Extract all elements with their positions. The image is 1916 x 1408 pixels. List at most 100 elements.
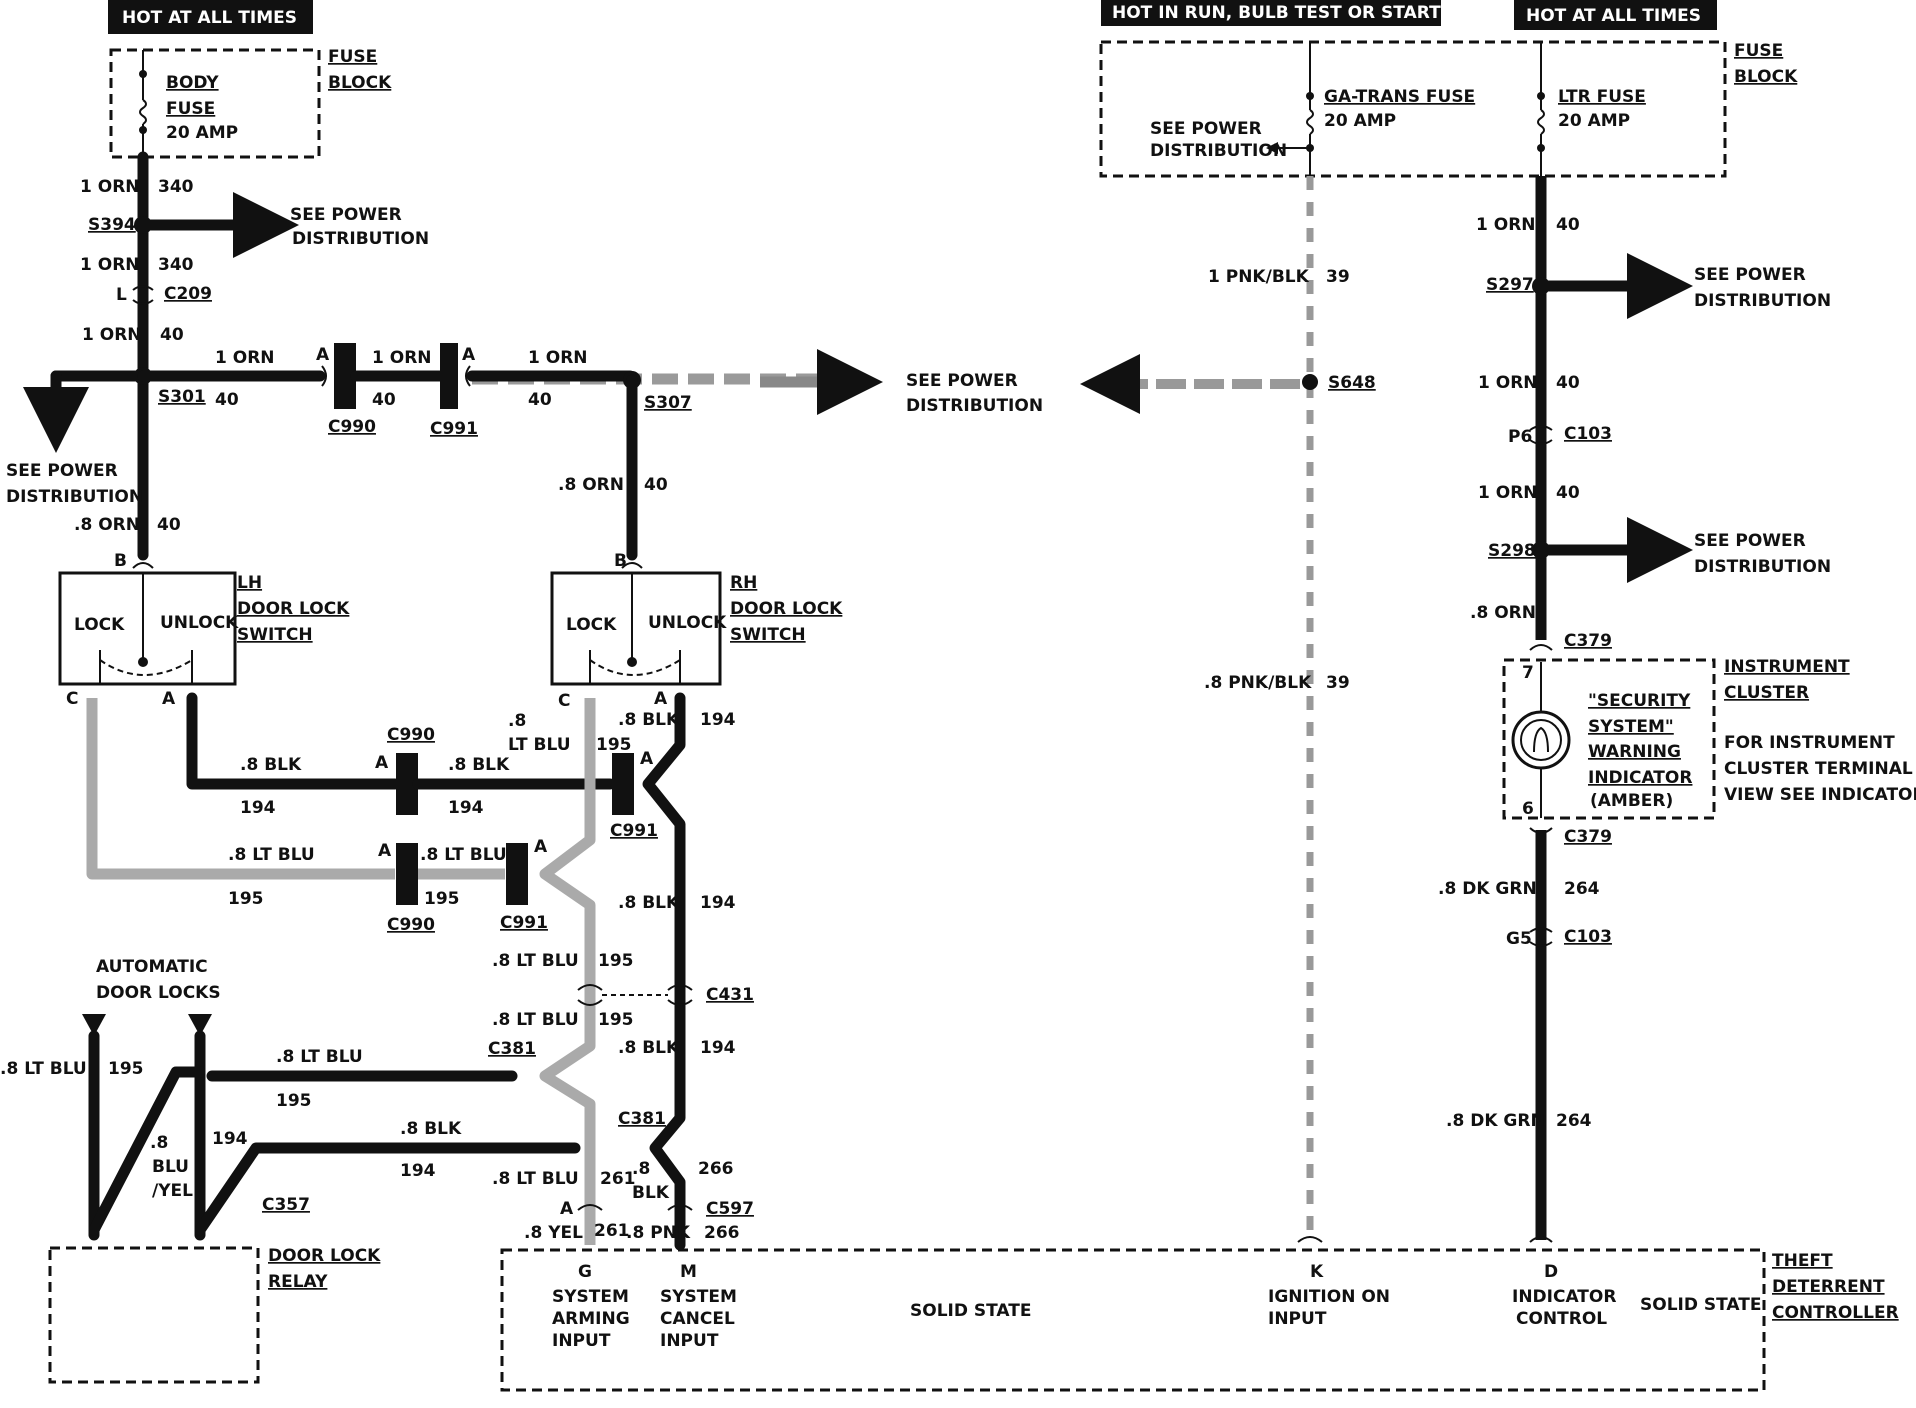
pin-label: A bbox=[162, 689, 176, 709]
wire-label: 194 bbox=[700, 710, 736, 730]
controller-pin-label: INPUT bbox=[660, 1331, 719, 1351]
fuse-symbol-icon bbox=[1537, 109, 1545, 135]
ltr-fuse-amp: 20 AMP bbox=[1558, 111, 1630, 131]
wire-label: .8 bbox=[150, 1133, 168, 1153]
relay-label: DOOR LOCK bbox=[268, 1246, 381, 1266]
wire-label: .8 BLK bbox=[448, 755, 510, 775]
svg-text:HOT AT ALL TIMES: HOT AT ALL TIMES bbox=[122, 8, 297, 28]
fuse-symbol-icon bbox=[1306, 109, 1314, 135]
wire-blk-194-lh bbox=[186, 692, 401, 790]
wire-label: 340 bbox=[158, 255, 194, 275]
arrow-down-icon bbox=[188, 1014, 212, 1036]
cluster-note: FOR INSTRUMENT bbox=[1724, 733, 1895, 753]
wire-label: 40 bbox=[528, 390, 552, 410]
door-lock-relay bbox=[48, 1246, 260, 1384]
switch-label: LOCK bbox=[74, 615, 125, 635]
switch-label: UNLOCK bbox=[648, 613, 727, 633]
connector-label: C991 bbox=[430, 419, 478, 439]
pin-label: 7 bbox=[1522, 663, 1534, 683]
wire-label: BLU bbox=[152, 1157, 189, 1177]
splice-label: S297 bbox=[1486, 275, 1534, 295]
wire-label: .8 ORN bbox=[1470, 603, 1536, 623]
cluster-note: CLUSTER TERMINAL bbox=[1724, 759, 1913, 779]
splice-label: S307 bbox=[644, 393, 692, 413]
see-power-label: DISTRIBUTION bbox=[906, 396, 1043, 416]
pin-label: A bbox=[534, 837, 548, 857]
pin-label: A bbox=[378, 841, 392, 861]
splice-s394 bbox=[134, 216, 152, 234]
pin-label: L bbox=[116, 285, 127, 305]
wire-label: LT BLU bbox=[508, 735, 571, 755]
pin-label: A bbox=[560, 1199, 574, 1219]
wire-label: 194 bbox=[212, 1129, 248, 1149]
connector-c431-icon bbox=[577, 984, 693, 1006]
indicator-label: SYSTEM" bbox=[1588, 717, 1674, 737]
lh-switch-label: LH bbox=[237, 573, 262, 593]
wire-label: 40 bbox=[160, 325, 184, 345]
connector-c103-icon bbox=[1529, 425, 1553, 445]
pin-label: A bbox=[462, 345, 476, 365]
splice-label: S298 bbox=[1488, 541, 1536, 561]
pin-label: D bbox=[1544, 1262, 1558, 1282]
connector-label: C379 bbox=[1564, 827, 1612, 847]
svg-text:HOT AT ALL TIMES: HOT AT ALL TIMES bbox=[1526, 6, 1701, 26]
wire-label: .8 PNK bbox=[626, 1223, 691, 1243]
wire-label: 1 ORN bbox=[372, 348, 432, 368]
controller-pin-label: CONTROL bbox=[1516, 1309, 1607, 1329]
see-power-label: SEE POWER bbox=[906, 371, 1018, 391]
wire-label: 1 PNK/BLK bbox=[1208, 267, 1310, 287]
ga-trans-fuse-label: GA-TRANS FUSE bbox=[1324, 87, 1475, 107]
pin-label: A bbox=[316, 345, 330, 365]
ga-trans-fuse-amp: 20 AMP bbox=[1324, 111, 1396, 131]
wire-label: .8 LT BLU bbox=[492, 1169, 579, 1189]
connector-label: C431 bbox=[706, 985, 754, 1005]
wire-label: 40 bbox=[157, 515, 181, 535]
connector-c991-blk bbox=[612, 753, 634, 815]
wire-label: 194 bbox=[240, 798, 276, 818]
splice-label: S648 bbox=[1328, 373, 1376, 393]
wire-label: .8 ORN bbox=[558, 475, 624, 495]
splice-s297 bbox=[1532, 277, 1550, 295]
wire-label: 1 ORN bbox=[80, 177, 140, 197]
wire-label: 266 bbox=[704, 1223, 740, 1243]
connector-c990-top bbox=[334, 343, 356, 409]
connector-label: C209 bbox=[164, 284, 212, 304]
pin-label: 6 bbox=[1522, 799, 1534, 819]
rh-switch-label: RH bbox=[730, 573, 757, 593]
wire-label: 195 bbox=[108, 1059, 144, 1079]
connector-c103-icon bbox=[1529, 927, 1553, 947]
connector-c990-blk bbox=[396, 753, 418, 815]
connector-label: C990 bbox=[387, 915, 435, 935]
wire-label: .8 LT BLU bbox=[492, 1010, 579, 1030]
controller-pin-label: INPUT bbox=[552, 1331, 611, 1351]
controller-pin-label: ARMING bbox=[552, 1309, 630, 1329]
switch-label: LOCK bbox=[566, 615, 617, 635]
auto-locks-label: AUTOMATIC bbox=[96, 957, 208, 977]
pin-label: C bbox=[558, 691, 570, 711]
connector-label: C103 bbox=[1564, 927, 1612, 947]
wire-label: .8 LT BLU bbox=[0, 1059, 87, 1079]
rh-switch-label: SWITCH bbox=[730, 625, 806, 645]
controller-pin-label: INDICATOR bbox=[1512, 1287, 1616, 1307]
wire-label: 1 ORN bbox=[215, 348, 275, 368]
wire-label: 195 bbox=[276, 1091, 312, 1111]
pin-label: G bbox=[578, 1262, 592, 1282]
splice-s648 bbox=[1302, 374, 1318, 390]
solid-state-label: SOLID STATE bbox=[1640, 1295, 1761, 1315]
svg-text:HOT IN RUN, BULB TEST OR START: HOT IN RUN, BULB TEST OR START bbox=[1112, 3, 1441, 23]
wire-label: 1 ORN bbox=[528, 348, 588, 368]
pin-label: A bbox=[640, 749, 654, 769]
wire-label: 40 bbox=[1556, 215, 1580, 235]
connector-label: C381 bbox=[488, 1039, 536, 1059]
see-power-label: DISTRIBUTION bbox=[1694, 291, 1831, 311]
body-fuse-amp: 20 AMP bbox=[166, 123, 238, 143]
wire-label: 1 ORN bbox=[1478, 373, 1538, 393]
wire-label: .8 BLK bbox=[618, 893, 680, 913]
wire-label: 195 bbox=[424, 889, 460, 909]
wire-label: 261 bbox=[594, 1221, 630, 1241]
auto-locks-label: DOOR LOCKS bbox=[96, 983, 221, 1003]
wire-label: 40 bbox=[644, 475, 668, 495]
connector-label: C990 bbox=[328, 417, 376, 437]
wire-label: .8 LT BLU bbox=[228, 845, 315, 865]
